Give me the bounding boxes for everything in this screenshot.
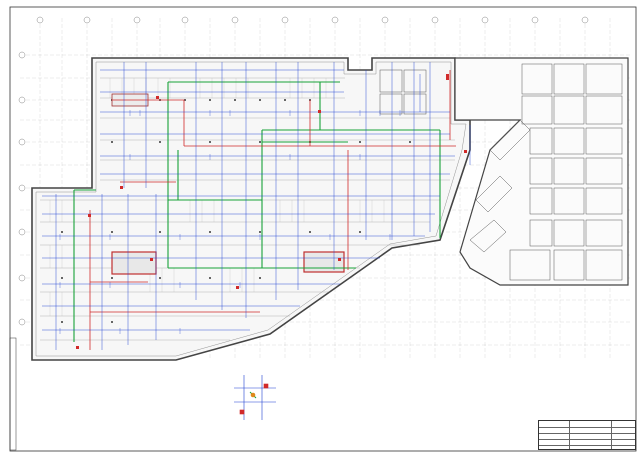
building-outline-inner	[35, 61, 467, 357]
residential-block-outline	[454, 57, 629, 286]
stall-dividers	[49, 78, 385, 316]
axis-markers-left	[18, 51, 26, 326]
inset-scheme	[234, 375, 276, 420]
blue-branch-ticks	[59, 110, 401, 334]
title-block-row	[571, 428, 633, 433]
blue-pipelines	[42, 62, 471, 350]
sheet-border	[9, 6, 637, 452]
residential-rooms	[379, 63, 623, 281]
red-pipelines	[89, 70, 456, 350]
title-block-row	[571, 446, 633, 451]
building-outline	[31, 57, 471, 361]
title-block	[538, 420, 636, 450]
green-pipelines	[73, 81, 441, 342]
binding-strip	[9, 337, 17, 451]
title-block-row	[571, 440, 633, 445]
equipment-markers	[76, 74, 467, 349]
title-block-row	[571, 434, 633, 439]
title-block-row	[571, 422, 633, 427]
ramp-core-2	[303, 251, 345, 273]
ramp-core-1	[111, 251, 157, 275]
axis-markers-top	[36, 16, 589, 24]
